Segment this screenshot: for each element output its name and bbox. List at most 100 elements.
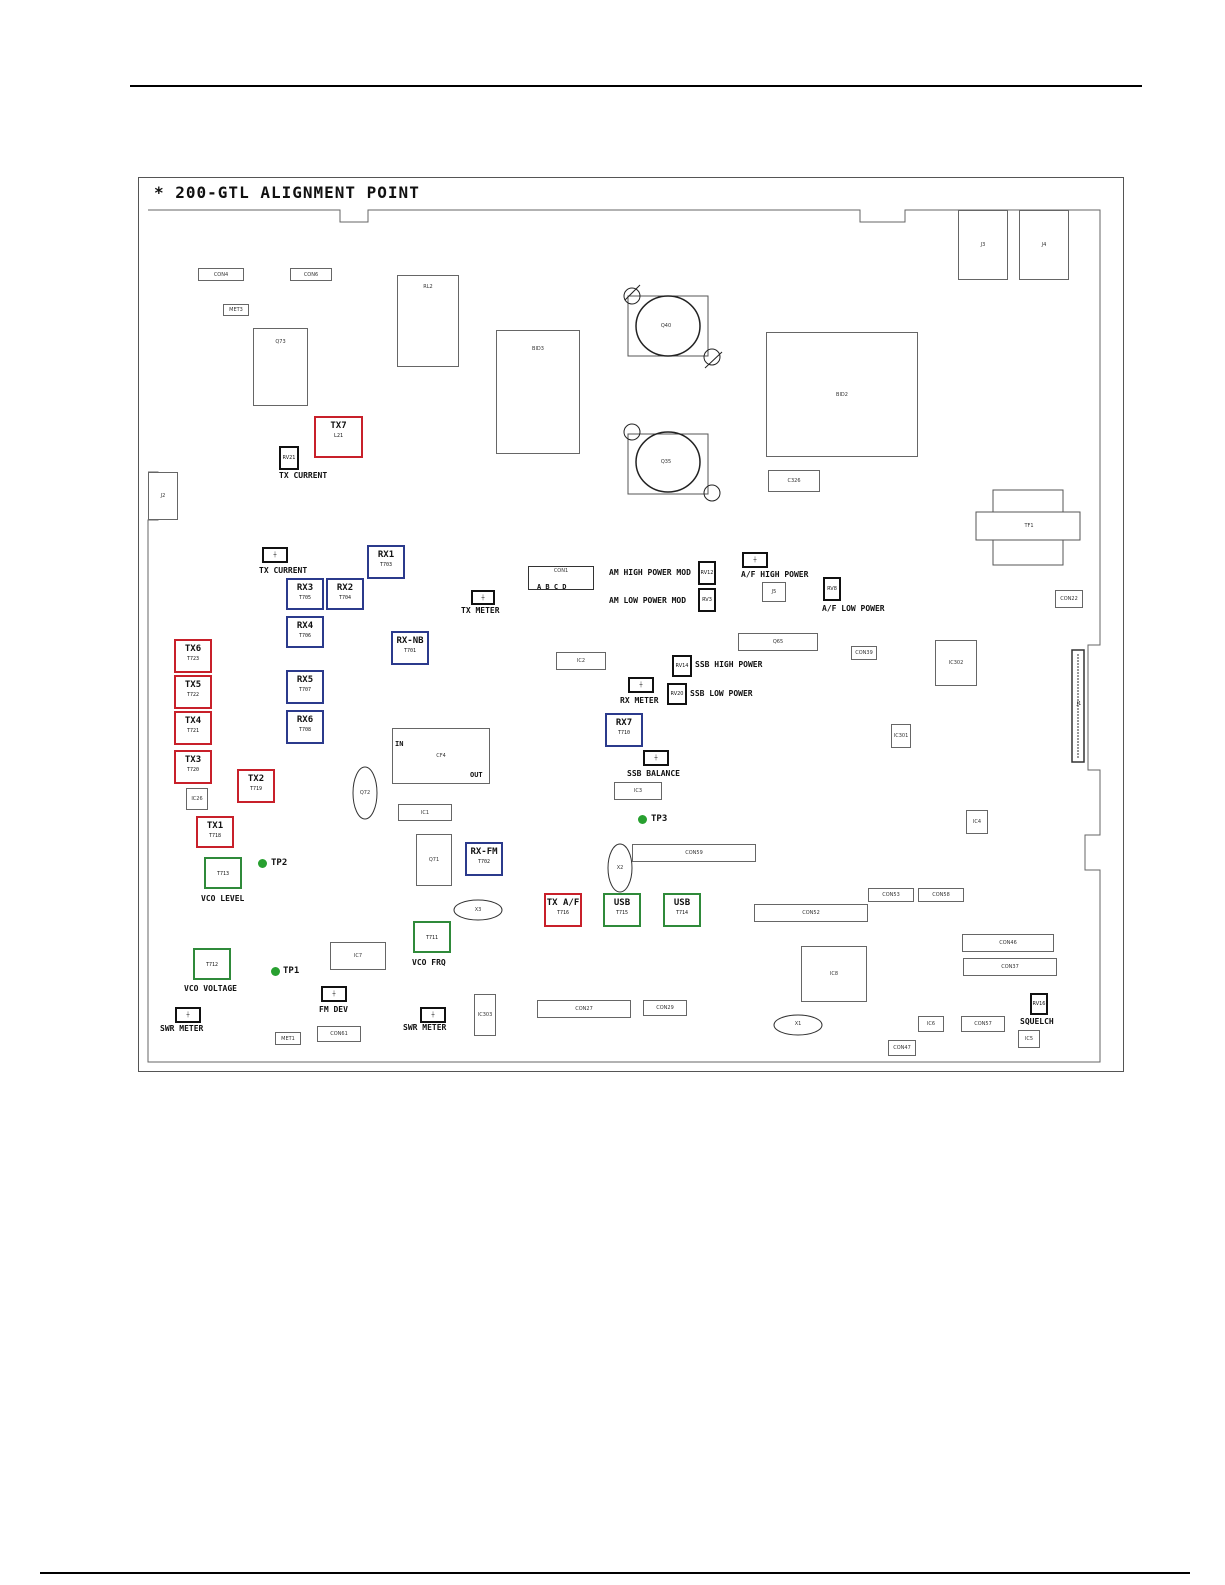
con57: CON57 [961, 1016, 1005, 1032]
tx-current-pot: ┼ [262, 547, 288, 563]
q40: Q40 [660, 323, 672, 329]
label-tx-meter: TX METER [461, 606, 500, 615]
con4: CON4 [198, 268, 244, 281]
tp1-dot [271, 967, 280, 976]
q65: Q65 [738, 633, 818, 651]
diagram-title: * 200-GTL ALIGNMENT POINT [154, 183, 420, 202]
ssb-balance-pot: ┼ [643, 750, 669, 766]
label-vco-frq: VCO FRQ [412, 958, 446, 967]
label-swr-meter-1: SWR METER [160, 1024, 204, 1033]
con53: CON53 [868, 888, 914, 902]
rv21-pot: RV21 [279, 446, 299, 470]
swr-meter-pot-2: ┼ [420, 1007, 446, 1023]
con46: CON46 [962, 934, 1054, 952]
tp2-dot [258, 859, 267, 868]
rv8-pot: RV8 [823, 577, 841, 601]
tp3-dot [638, 815, 647, 824]
fm-dev-pot: ┼ [321, 986, 347, 1002]
q35: Q35 [660, 459, 672, 465]
tp3-label: TP3 [651, 814, 668, 824]
ic1: IC1 [398, 804, 452, 821]
x2: X2 [616, 865, 624, 871]
ic302: IC302 [935, 640, 977, 686]
vco-frq-coil: T711 [413, 921, 451, 953]
label-ssb-high-power: SSB HIGH POWER [695, 660, 763, 669]
q72: Q72 [359, 790, 371, 796]
tf1: TF1 [1024, 523, 1034, 529]
con47: CON47 [888, 1040, 916, 1056]
con59: CON59 [632, 844, 756, 862]
cf4: CF4 [392, 728, 490, 784]
cf4-in-label: IN [395, 740, 404, 748]
con22: CON22 [1055, 590, 1083, 608]
label-am-low-power-mod: AM LOW POWER MOD [609, 596, 687, 605]
met1: MET1 [275, 1032, 301, 1045]
bid2: BID2 [766, 332, 918, 457]
con1: CON1 [528, 566, 594, 590]
label-tx-current-2: TX CURRENT [259, 566, 308, 575]
q73: Q73 [253, 328, 308, 406]
label-squelch: SQUELCH [1020, 1017, 1054, 1026]
vco-voltage-coil: T712 [193, 948, 231, 980]
rv20-pot: RV20 [667, 683, 687, 705]
label-af-low-power: A/F LOW POWER [822, 604, 885, 613]
q35-outline [623, 423, 721, 502]
j3: J3 [958, 210, 1008, 280]
rv14-pot: RV14 [672, 655, 692, 677]
con52: CON52 [754, 904, 868, 922]
label-am-high-power-mod: AM HIGH POWER MOD [609, 568, 691, 577]
ic4: IC4 [966, 810, 988, 834]
con58: CON58 [918, 888, 964, 902]
con1-pin-labels: A B C D [537, 583, 567, 591]
swr-meter-pot-1: ┼ [175, 1007, 201, 1023]
ic2: IC2 [556, 652, 606, 670]
x3: X3 [474, 907, 482, 913]
ic5: IC5 [1018, 1030, 1040, 1048]
label-fm-dev: FM DEV [319, 1005, 348, 1014]
vco-level-coil: T713 [204, 857, 242, 889]
q40-outline [623, 284, 723, 369]
ic301: IC301 [891, 724, 911, 748]
tf1-outline [975, 489, 1081, 566]
label-vco-level: VCO LEVEL [201, 894, 245, 903]
ic303: IC303 [474, 994, 496, 1036]
rv3-pot: RV3 [698, 588, 716, 612]
label-ssb-low-power: SSB LOW POWER [690, 689, 753, 698]
tp1-label: TP1 [283, 966, 300, 976]
j5: J5 [762, 582, 786, 602]
met3: MET3 [223, 304, 249, 316]
tp2-label: TP2 [271, 858, 288, 868]
c326: C326 [768, 470, 820, 492]
ic26: IC26 [186, 788, 208, 810]
header-rule [130, 85, 1142, 87]
bid3: BID3 [496, 330, 580, 454]
ic7: IC7 [330, 942, 386, 970]
cf4-out-label: OUT [470, 771, 483, 779]
label-swr-meter-2: SWR METER [403, 1023, 447, 1032]
con6: CON6 [290, 268, 332, 281]
ic3: IC3 [614, 782, 662, 800]
j2: J2 [148, 472, 178, 520]
con37: CON37 [963, 958, 1057, 976]
con39: CON39 [851, 646, 877, 660]
label-af-high-power: A/F HIGH POWER [741, 570, 809, 579]
ic6: IC6 [918, 1016, 944, 1032]
label-vco-voltage: VCO VOLTAGE [184, 984, 237, 993]
af-high-pot: ┼ [742, 552, 768, 568]
x1: X1 [794, 1021, 802, 1027]
